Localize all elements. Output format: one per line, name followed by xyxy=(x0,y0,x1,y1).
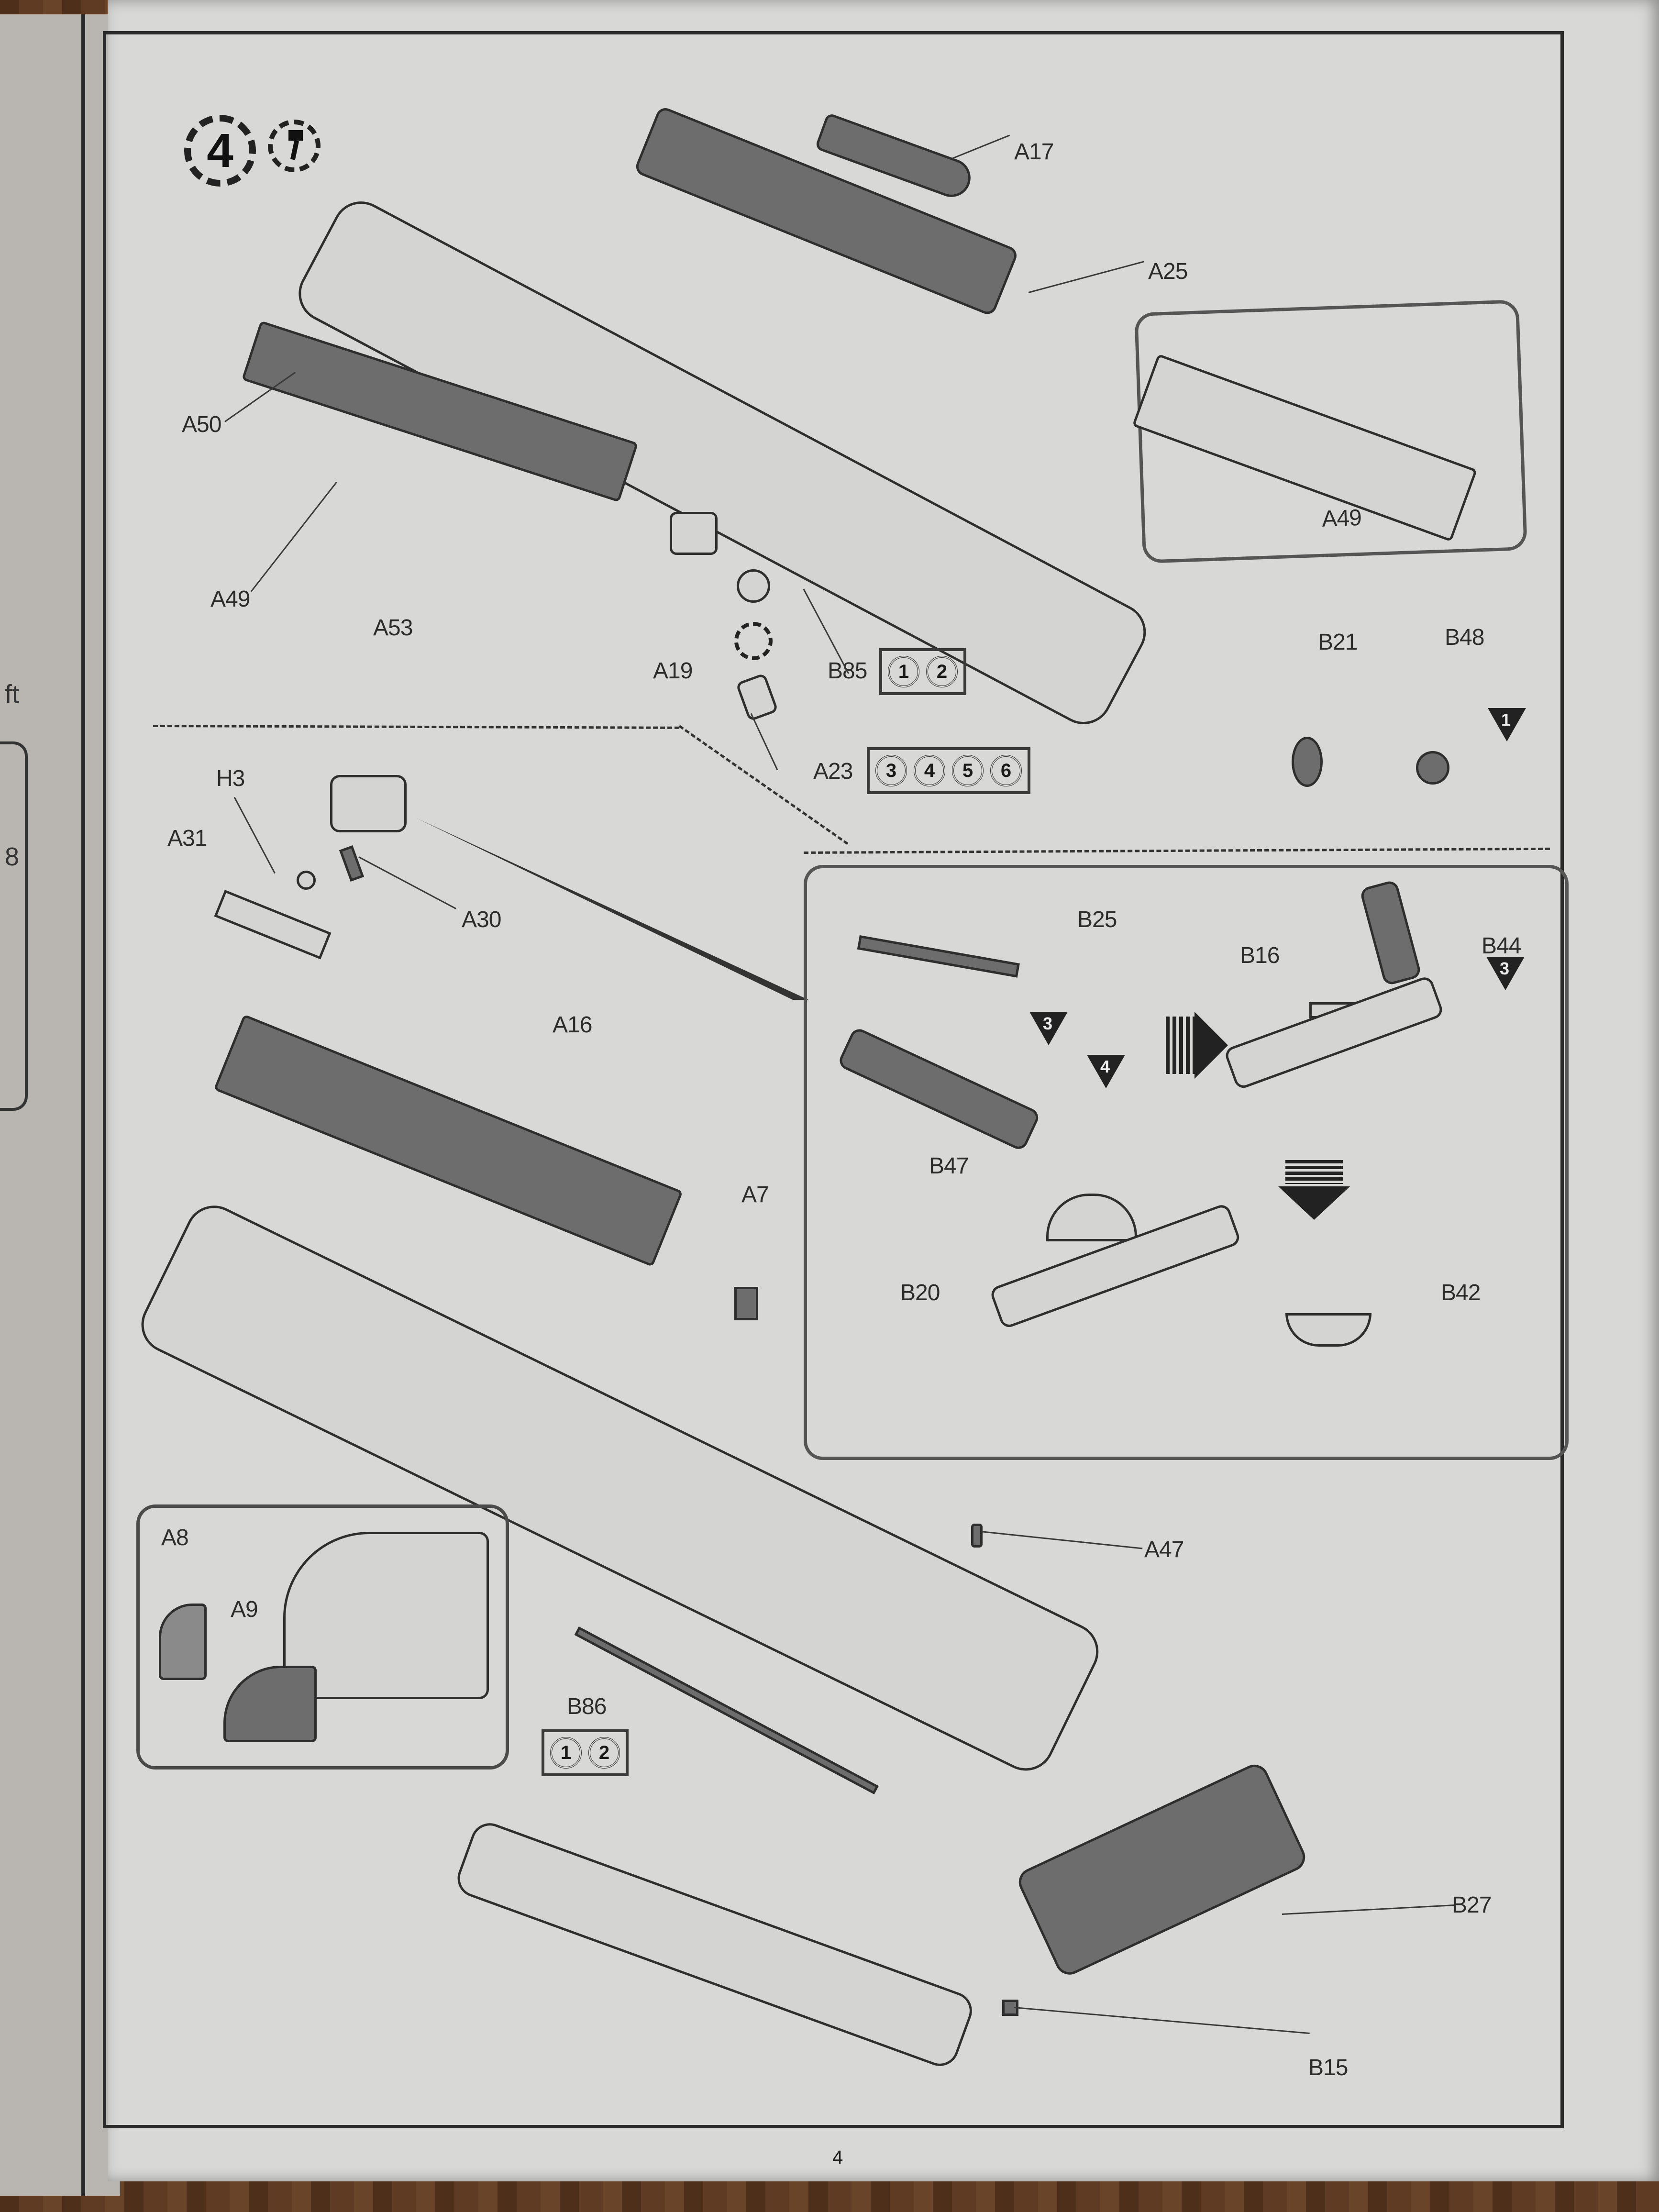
clear-part-icon xyxy=(734,622,773,660)
page-number: 4 xyxy=(832,2147,843,2168)
decal-marker: 1 xyxy=(1488,708,1526,741)
part-H3-illustration xyxy=(297,871,316,890)
gun-intermediate-illustration xyxy=(1223,974,1445,1091)
part-B85-illustration xyxy=(737,569,770,603)
part-B48-illustration xyxy=(1416,751,1449,785)
part-label-B42: B42 xyxy=(1441,1280,1481,1305)
part-label-B86: B86 xyxy=(567,1694,607,1719)
marker-triangle: 3 xyxy=(1486,957,1525,990)
part-label-H3: H3 xyxy=(216,766,245,791)
inset-detail-panel-lower: A8 A9 xyxy=(136,1504,509,1770)
part-B20-illustration xyxy=(1046,1194,1137,1241)
part-A9-illustration xyxy=(223,1666,317,1742)
part-label-B47: B47 xyxy=(929,1153,969,1179)
turret-gun-illustration xyxy=(330,775,407,832)
part-label-B48: B48 xyxy=(1445,625,1484,650)
part-B25-illustration xyxy=(857,935,1020,978)
part-label-A7: A7 xyxy=(741,1182,769,1207)
left-page-edge: ft 8 xyxy=(0,14,120,2196)
part-B42-illustration xyxy=(1285,1313,1371,1347)
color-ref-1: 1 xyxy=(550,1737,582,1769)
part-label-A53: A53 xyxy=(373,615,413,641)
marker-number: 4 xyxy=(1100,1057,1110,1076)
left-page-border xyxy=(81,14,85,2196)
next-step-right-arrow-stripes xyxy=(1166,1017,1194,1074)
part-label-A8: A8 xyxy=(161,1525,189,1550)
left-page-panel-fragment xyxy=(0,741,28,1111)
part-label-A17: A17 xyxy=(1014,139,1054,165)
page-border xyxy=(103,31,1564,2128)
next-step-down-arrow xyxy=(1278,1186,1350,1220)
part-label-B25: B25 xyxy=(1077,907,1117,932)
part-label-A47: A47 xyxy=(1144,1537,1184,1562)
part-label-A31: A31 xyxy=(167,826,207,851)
part-B44-illustration xyxy=(1359,879,1422,986)
inset-fuselage-illustration xyxy=(1132,354,1478,542)
part-label-A25: A25 xyxy=(1148,259,1188,284)
part-A19-illustration xyxy=(670,512,718,555)
color-ref-2: 2 xyxy=(926,656,958,687)
part-label-A50: A50 xyxy=(182,412,221,437)
glue-required-icon xyxy=(268,120,321,172)
color-ref-6: 6 xyxy=(990,755,1022,786)
part-label-A49: A49 xyxy=(210,586,250,612)
part-label-A23: A23 xyxy=(813,759,853,784)
marker-number: 3 xyxy=(1043,1014,1053,1033)
color-ref-2: 2 xyxy=(588,1737,620,1769)
left-page-number-fragment: 8 xyxy=(5,842,20,871)
part-B47-illustration xyxy=(836,1026,1041,1152)
gun-subassembly-panel: B25 B47 B16 B44 B20 B42 3 4 3 xyxy=(804,865,1569,1460)
part-label-B20: B20 xyxy=(900,1280,940,1305)
left-page-text-fragment: ft xyxy=(5,680,20,708)
part-label-A19: A19 xyxy=(653,658,693,684)
part-label-B15: B15 xyxy=(1308,2055,1348,2080)
color-ref-5: 5 xyxy=(952,755,984,786)
color-ref-4: 4 xyxy=(914,755,945,786)
decal-marker-number: 1 xyxy=(1501,710,1511,730)
next-step-down-arrow-stripes xyxy=(1285,1160,1343,1184)
part-label-A30: A30 xyxy=(462,907,501,932)
color-ref-box-B86: 1 2 xyxy=(542,1729,629,1776)
part-label-B16: B16 xyxy=(1240,943,1280,968)
step-number-badge: 4 xyxy=(184,115,256,187)
part-label-A16: A16 xyxy=(553,1012,592,1038)
next-step-right-arrow xyxy=(1194,1012,1228,1079)
color-ref-3: 3 xyxy=(875,755,907,786)
part-A7-illustration xyxy=(734,1287,758,1320)
part-label-B44: B44 xyxy=(1482,933,1521,959)
part-label-B21: B21 xyxy=(1318,630,1358,655)
part-B21-illustration xyxy=(1292,737,1323,787)
inset-nose-illustration xyxy=(283,1532,489,1699)
marker-number: 3 xyxy=(1500,959,1510,978)
part-label-A49-inset: A49 xyxy=(1321,505,1362,532)
part-label-B27: B27 xyxy=(1452,1892,1492,1918)
color-ref-1: 1 xyxy=(888,656,919,687)
inset-detail-panel-upper: A49 xyxy=(1132,299,1527,564)
color-ref-box-B85: 1 2 xyxy=(879,648,966,695)
part-A8-illustration xyxy=(159,1604,207,1680)
marker-triangle: 3 xyxy=(1029,1012,1068,1045)
color-ref-box-A23: 3 4 5 6 xyxy=(867,747,1030,794)
part-label-A9: A9 xyxy=(231,1597,258,1622)
marker-triangle: 4 xyxy=(1087,1055,1125,1088)
part-A47-illustration xyxy=(971,1524,983,1548)
